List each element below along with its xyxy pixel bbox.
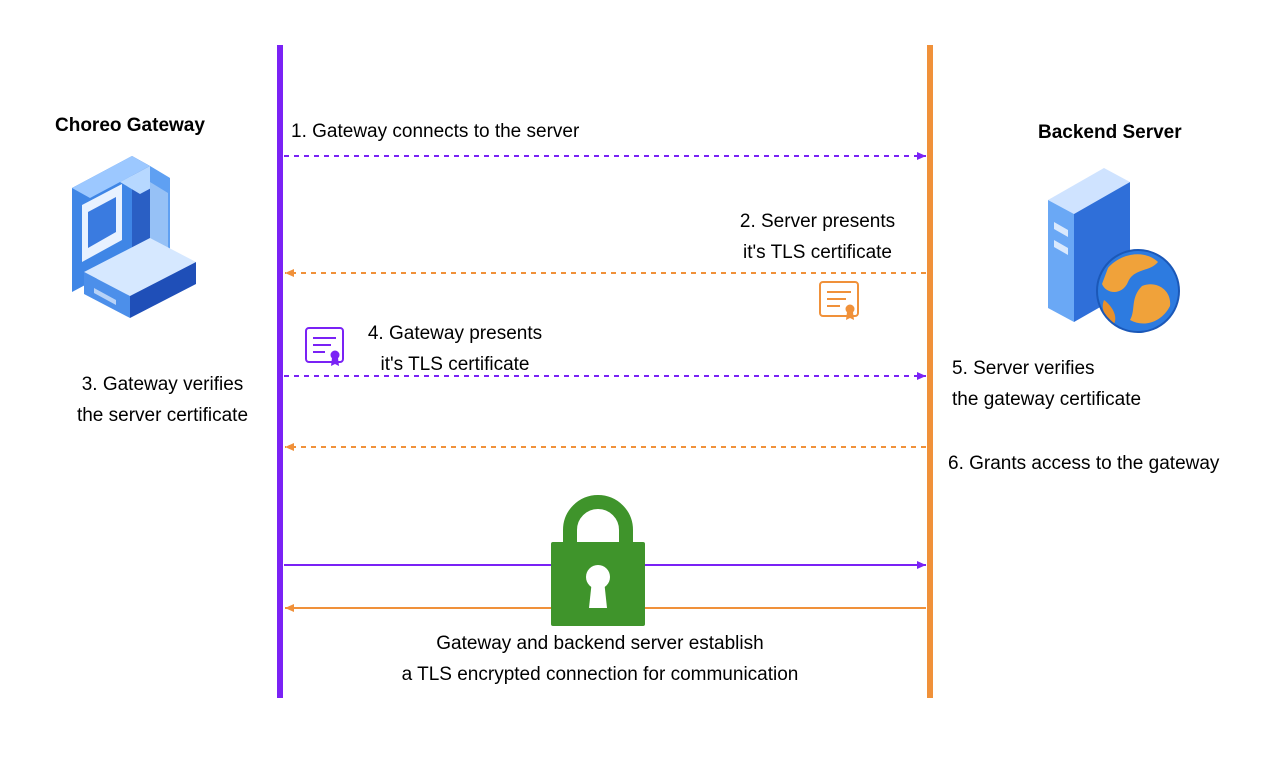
- step-3-label: 3. Gateway verifies the server certifica…: [60, 369, 265, 431]
- gateway-computer-icon: [72, 156, 196, 318]
- step-4-line-1: 4. Gateway presents: [367, 323, 543, 344]
- tls-connection-label: Gateway and backend server establish a T…: [360, 628, 840, 690]
- server-certificate-icon: [819, 281, 859, 320]
- step-5-line-2: the gateway certificate: [952, 389, 1142, 410]
- step-5-label: 5. Server verifies the gateway certifica…: [952, 353, 1141, 415]
- gateway-certificate-icon: [305, 327, 344, 366]
- step-3-line-2: the server certificate: [76, 405, 249, 426]
- step-2-line-1: 2. Server presents: [739, 211, 896, 232]
- tls-connection-line-2: a TLS encrypted connection for communica…: [401, 664, 799, 685]
- step-2-line-2: it's TLS certificate: [743, 242, 892, 263]
- step-2-label: 2. Server presents it's TLS certificate: [730, 206, 905, 268]
- server-title: Backend Server: [1038, 122, 1182, 143]
- step-4-line-2: it's TLS certificate: [380, 354, 530, 375]
- step-4-label: 4. Gateway presents it's TLS certificate: [355, 318, 555, 380]
- backend-server-icon: [1048, 168, 1180, 333]
- step-5-line-1: 5. Server verifies: [952, 358, 1095, 379]
- step-6-label: 6. Grants access to the gateway: [948, 453, 1220, 474]
- step-3-line-1: 3. Gateway verifies: [81, 374, 244, 395]
- lock-icon: [551, 495, 645, 626]
- gateway-title: Choreo Gateway: [55, 115, 205, 136]
- step-1-label: 1. Gateway connects to the server: [291, 121, 580, 142]
- tls-connection-line-1: Gateway and backend server establish: [436, 633, 764, 654]
